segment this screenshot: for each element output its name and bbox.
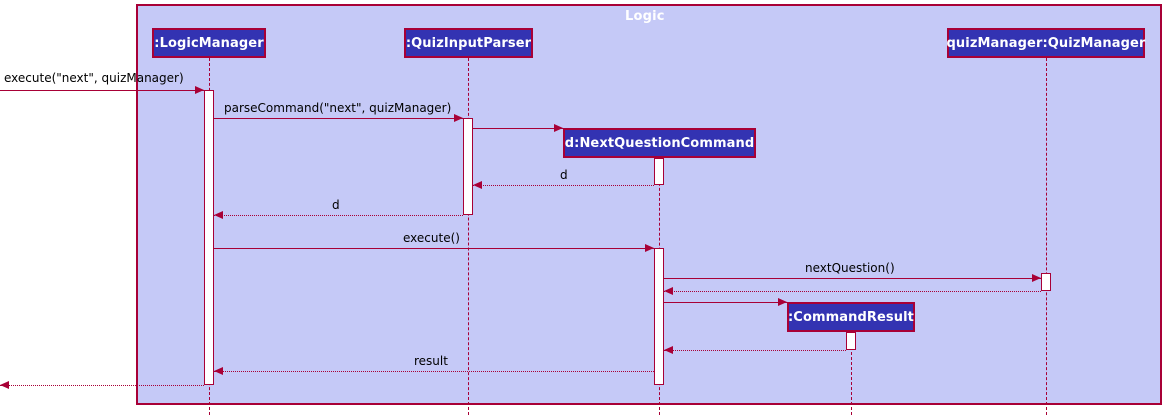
message-arrowhead-m9 <box>778 298 787 306</box>
message-line-m1 <box>0 90 204 91</box>
message-label-m6: execute() <box>403 231 460 245</box>
lifeline-quizInputParser <box>467 58 469 415</box>
message-label-m7: nextQuestion() <box>805 261 895 275</box>
message-label-m11: result <box>414 354 448 368</box>
message-line-m6 <box>214 248 654 249</box>
lifeline-quizManager <box>1045 58 1047 415</box>
message-label-m4: d <box>560 168 568 182</box>
message-line-m10 <box>664 350 846 351</box>
message-label-m2: parseCommand("next", quizManager) <box>224 101 452 115</box>
message-arrowhead-m7 <box>1032 274 1041 282</box>
logic-frame <box>136 4 1162 405</box>
participant-quizManager[interactable]: quizManager:QuizManager <box>947 28 1145 58</box>
lifeline-commandResult <box>850 332 852 415</box>
message-arrowhead-m3 <box>554 124 563 132</box>
participant-label: :LogicManager <box>154 35 264 51</box>
message-label-m1: execute("next", quizManager) <box>4 71 184 85</box>
message-arrowhead-m12 <box>0 381 9 389</box>
participant-label: quizManager:QuizManager <box>946 35 1146 51</box>
frame-title-label: Logic <box>625 9 665 24</box>
message-line-m8 <box>664 291 1041 292</box>
message-line-m7 <box>664 278 1041 279</box>
message-arrowhead-m8 <box>664 287 673 295</box>
message-line-m5 <box>214 215 463 216</box>
activation-bar-logicManager <box>204 90 214 385</box>
participant-label: d:NextQuestionCommand <box>564 135 755 151</box>
participant-commandResult[interactable]: :CommandResult <box>787 302 915 332</box>
message-arrowhead-m2 <box>454 114 463 122</box>
message-line-m3 <box>473 128 563 129</box>
activation-bar-nextQuestionCommand <box>654 158 664 185</box>
activation-bar-quizManager <box>1041 273 1051 291</box>
message-arrowhead-m1 <box>195 86 204 94</box>
participant-nextQuestionCommand[interactable]: d:NextQuestionCommand <box>563 128 756 158</box>
message-arrowhead-m6 <box>645 244 654 252</box>
message-line-m12 <box>0 385 204 386</box>
activation-bar-commandResult <box>846 332 856 350</box>
activation-bar-nextQuestionCommand <box>654 248 664 385</box>
message-label-m5: d <box>332 198 340 212</box>
message-line-m4 <box>473 185 654 186</box>
message-arrowhead-m4 <box>473 181 482 189</box>
message-arrowhead-m10 <box>664 346 673 354</box>
message-line-m9 <box>664 302 787 303</box>
participant-label: :QuizInputParser <box>405 35 532 51</box>
participant-logicManager[interactable]: :LogicManager <box>152 28 266 58</box>
participant-label: :CommandResult <box>788 309 914 325</box>
message-line-m11 <box>214 371 654 372</box>
message-arrowhead-m11 <box>214 367 223 375</box>
message-arrowhead-m5 <box>214 211 223 219</box>
activation-bar-quizInputParser <box>463 118 473 215</box>
message-line-m2 <box>214 118 463 119</box>
participant-quizInputParser[interactable]: :QuizInputParser <box>404 28 533 58</box>
